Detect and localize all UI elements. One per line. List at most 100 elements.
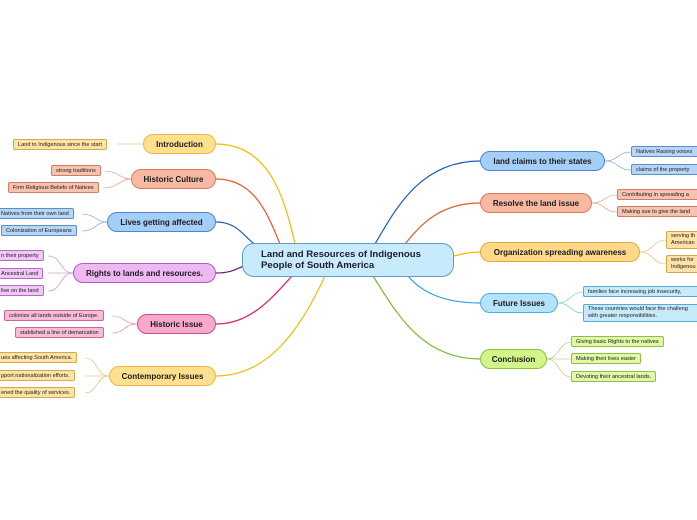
connector-rights — [215, 265, 245, 274]
leaf-text: colonize all lands outside of Europe. — [9, 312, 99, 319]
leaf-text: n their property — [1, 252, 39, 259]
topic-lives-affected[interactable]: Lives getting affected — [107, 212, 216, 232]
leaf-land-claims-1[interactable]: Natives Raising voices — [631, 146, 697, 157]
leaf-text: These countries would face the challeng … — [588, 306, 688, 319]
leaf-link — [604, 151, 632, 162]
leaf-conclusion-2[interactable]: Making their lives easier — [571, 353, 642, 364]
leaf-text: ened the quality of services. — [1, 389, 71, 396]
leaf-link — [102, 178, 132, 189]
leaf-link — [47, 255, 74, 274]
leaf-text: Making their lives easier — [576, 355, 637, 362]
leaf-text: Land to Indigenous since the start — [18, 141, 102, 148]
leaf-conclusion-1[interactable]: Giving basic Rights to the natives — [571, 336, 664, 347]
leaf-text: Devoting their ancestral lands. — [576, 373, 652, 380]
leaf-awareness-2[interactable]: works for Indigenou — [666, 255, 697, 273]
leaf-lives-affected-1[interactable]: Natives from their own land — [0, 208, 74, 219]
leaf-link — [639, 239, 667, 253]
leaf-text: live on the land — [1, 287, 39, 294]
connector-introduction — [215, 143, 296, 245]
central-topic[interactable]: Land and Resources of Indigenous People … — [242, 243, 454, 277]
connector-future — [407, 275, 481, 304]
topic-label: Historic Issue — [150, 319, 203, 329]
leaf-historic-issue-1[interactable]: colonize all lands outside of Europe. — [4, 310, 104, 321]
leaf-link — [47, 272, 74, 292]
leaf-lives-affected-2[interactable]: Colonization of Europeans — [1, 225, 77, 236]
leaf-text: works for Indigenou — [671, 257, 696, 270]
leaf-historic-culture-1[interactable]: strong traditions — [51, 165, 101, 176]
topic-historic-issue[interactable]: Historic Issue — [137, 314, 216, 334]
leaf-link — [81, 213, 108, 223]
leaf-link — [111, 315, 138, 325]
leaf-link — [104, 170, 132, 180]
leaf-text: ues affecting South America. — [1, 354, 73, 361]
leaf-link — [81, 221, 108, 232]
leaf-text: Ancestral Land — [1, 270, 39, 277]
topic-rights[interactable]: Rights to lands and resources. — [73, 263, 216, 283]
leaf-introduction-1[interactable]: Land to Indigenous since the start — [13, 139, 107, 150]
topic-label: Lives getting affected — [120, 217, 203, 227]
topic-label: Contemporary Issues — [121, 371, 204, 381]
leaf-text: Colonization of Europeans — [6, 227, 72, 234]
leaf-link — [639, 251, 667, 265]
leaf-link — [546, 341, 572, 360]
topic-label: Future Issues — [492, 298, 545, 308]
leaf-text: strong traditions — [56, 167, 96, 174]
topic-label: Conclusion — [491, 354, 536, 364]
topic-label: Historic Culture — [143, 174, 204, 184]
topic-historic-culture[interactable]: Historic Culture — [131, 169, 216, 189]
leaf-link — [546, 358, 572, 378]
leaf-land-claims-2[interactable]: claims of the property — [631, 164, 697, 175]
leaf-text: families face increasing job insecurity, — [588, 288, 682, 295]
leaf-contemporary-1[interactable]: ues affecting South America. — [0, 352, 78, 363]
leaf-historic-culture-2[interactable]: Firm Religious Beliefs of Natives — [8, 182, 99, 193]
connector-conclusion — [372, 275, 481, 360]
topic-label: Resolve the land issue — [492, 198, 580, 208]
leaf-resolve-1[interactable]: Contributing in spreading a — [617, 189, 697, 200]
leaf-historic-issue-2[interactable]: stablished a line of demarcation — [15, 327, 104, 338]
leaf-future-2[interactable]: These countries would face the challeng … — [583, 304, 697, 322]
leaf-link — [591, 194, 618, 204]
topic-resolve-land-issue[interactable]: Resolve the land issue — [480, 193, 592, 213]
leaf-text: pport nationalization efforts. — [1, 372, 70, 379]
topic-label: Introduction — [156, 139, 203, 149]
leaf-rights-1[interactable]: n their property — [0, 250, 44, 261]
topic-contemporary-issues[interactable]: Contemporary Issues — [109, 366, 216, 386]
connector-resolve — [404, 202, 481, 245]
connector-contemporary — [215, 275, 326, 377]
topic-label: Organization spreading awareness — [493, 247, 627, 257]
leaf-text: claims of the property — [636, 166, 690, 173]
leaf-link — [591, 202, 618, 213]
leaf-link — [604, 160, 632, 171]
topic-land-claims[interactable]: land claims to their states — [480, 151, 605, 171]
leaf-contemporary-3[interactable]: ened the quality of services. — [0, 387, 76, 398]
connector-land-claims — [374, 160, 481, 245]
leaf-text: Natives from their own land — [1, 210, 69, 217]
leaf-text: Contributing in spreading a — [622, 191, 689, 198]
leaf-contemporary-2[interactable]: pport nationalization efforts. — [0, 370, 75, 381]
leaf-rights-3[interactable]: live on the land — [0, 285, 44, 296]
leaf-resolve-2[interactable]: Making sue to give the land — [617, 206, 697, 217]
leaf-link — [557, 302, 584, 314]
topic-label: Rights to lands and resources. — [86, 268, 203, 278]
topic-future-issues[interactable]: Future Issues — [480, 293, 558, 313]
leaf-text: Firm Religious Beliefs of Natives — [13, 184, 94, 191]
leaf-link — [111, 323, 138, 334]
leaf-text: Natives Raising voices — [636, 148, 693, 155]
leaf-conclusion-3[interactable]: Devoting their ancestral lands. — [571, 371, 657, 382]
topic-introduction[interactable]: Introduction — [143, 134, 216, 154]
topic-organization-awareness[interactable]: Organization spreading awareness — [480, 242, 640, 262]
connector-historic-issue — [215, 275, 293, 325]
connector-awareness — [453, 251, 481, 257]
leaf-future-1[interactable]: families face increasing job insecurity, — [583, 286, 697, 297]
central-topic-text: Land and Resources of Indigenous People … — [261, 249, 421, 271]
leaf-text: serving th American — [671, 233, 696, 246]
leaf-awareness-1[interactable]: serving th American — [666, 231, 697, 249]
topic-label: land claims to their states — [493, 156, 592, 166]
connector-historic-culture — [215, 178, 281, 245]
leaf-rights-2[interactable]: Ancestral Land — [0, 268, 44, 279]
leaf-text: stablished a line of demarcation — [20, 329, 99, 336]
leaf-text: Making sue to give the land — [622, 208, 691, 215]
leaf-link — [557, 291, 584, 304]
topic-conclusion[interactable]: Conclusion — [480, 349, 547, 369]
